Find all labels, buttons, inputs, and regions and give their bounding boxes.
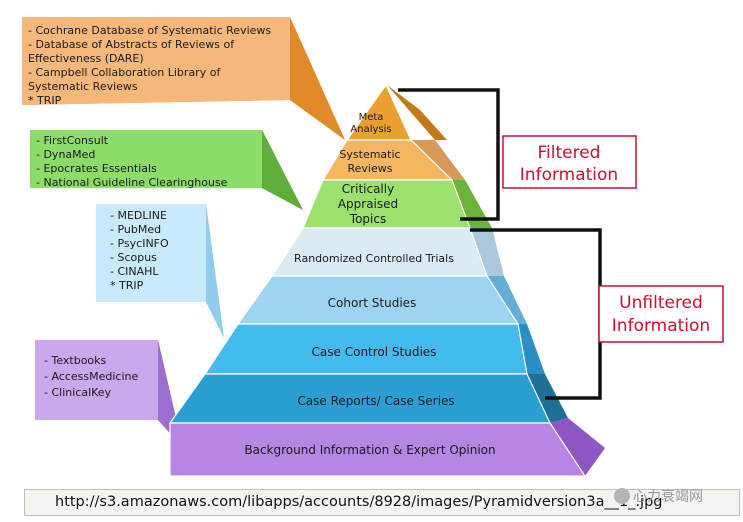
critically-label-3: Topics bbox=[349, 212, 386, 226]
source-line: Effectiveness (DARE) bbox=[28, 52, 144, 65]
callout-orange: - Cochrane Database of Systematic Review… bbox=[22, 17, 345, 140]
source-url-bar: http://s3.amazonaws.com/libapps/accounts… bbox=[24, 489, 740, 516]
meta-label-1: Meta bbox=[359, 112, 384, 123]
filtered-label-2: Information bbox=[520, 165, 618, 185]
side-meta bbox=[387, 85, 447, 140]
callout-purple-text: - Textbooks - AccessMedicine - ClinicalK… bbox=[44, 354, 138, 399]
case-reports-label: Case Reports/ Case Series bbox=[297, 394, 454, 408]
watermark-text: 心力衰竭网 bbox=[633, 489, 703, 505]
source-line: - Textbooks bbox=[44, 354, 107, 367]
systematic-label-2: Reviews bbox=[348, 162, 393, 175]
source-line: - Cochrane Database of Systematic Review… bbox=[28, 24, 271, 37]
callout-green: - FirstConsult - DynaMed - Epocrates Ess… bbox=[30, 130, 303, 210]
rct-label: Randomized Controlled Trials bbox=[294, 252, 454, 265]
source-line: - National Guideline Clearinghouse bbox=[36, 176, 228, 189]
callout-green-text: - FirstConsult - DynaMed - Epocrates Ess… bbox=[36, 134, 228, 189]
side-critically bbox=[452, 180, 492, 228]
background-label: Background Information & Expert Opinion bbox=[244, 443, 495, 457]
source-line: * TRIP bbox=[28, 94, 62, 107]
callout-purple: - Textbooks - AccessMedicine - ClinicalK… bbox=[35, 340, 183, 448]
callout-orange-text: - Cochrane Database of Systematic Review… bbox=[28, 24, 271, 107]
source-line: - AccessMedicine bbox=[44, 370, 138, 383]
filtered-box: Filtered Information bbox=[502, 135, 637, 189]
unfiltered-label-1: Unfiltered bbox=[619, 293, 703, 313]
source-line: - PsycINFO bbox=[110, 237, 169, 250]
source-line: - FirstConsult bbox=[36, 134, 109, 147]
callout-blue: - MEDLINE - PubMed - PsycINFO - Scopus -… bbox=[96, 204, 224, 338]
unfiltered-box: Unfiltered Information bbox=[598, 285, 724, 343]
source-line: - Epocrates Essentials bbox=[36, 162, 157, 175]
meta-label-2: Analysis bbox=[350, 124, 391, 135]
pyramid-side-faces bbox=[387, 85, 605, 476]
wechat-icon bbox=[614, 488, 630, 504]
source-line: - Database of Abstracts of Reviews of bbox=[28, 38, 235, 51]
source-line: * TRIP bbox=[110, 279, 144, 292]
pyramid-front-faces bbox=[168, 83, 587, 477]
source-url: http://s3.amazonaws.com/libapps/accounts… bbox=[55, 494, 663, 510]
pyramid-labels: Meta Analysis Systematic Reviews Critica… bbox=[244, 112, 495, 457]
side-background bbox=[550, 418, 605, 476]
side-systematic bbox=[411, 140, 465, 180]
side-cohort bbox=[487, 276, 527, 324]
source-line: Systematic Reviews bbox=[28, 80, 138, 93]
source-line: - MEDLINE bbox=[110, 209, 167, 222]
filtered-bracket bbox=[398, 88, 500, 221]
systematic-label-1: Systematic bbox=[339, 148, 400, 161]
callout-blue-text: - MEDLINE - PubMed - PsycINFO - Scopus -… bbox=[110, 209, 169, 292]
watermark: 心力衰竭网 bbox=[614, 486, 703, 506]
source-line: - DynaMed bbox=[36, 148, 95, 161]
cohort-label: Cohort Studies bbox=[328, 296, 417, 310]
critically-label-1: Critically bbox=[342, 182, 394, 196]
source-line: - PubMed bbox=[110, 223, 161, 236]
source-line: - Campbell Collaboration Library of bbox=[28, 66, 221, 79]
source-line: - Scopus bbox=[110, 251, 157, 264]
source-line: - ClinicalKey bbox=[44, 386, 112, 399]
source-line: - CINAHL bbox=[110, 265, 159, 278]
case-control-label: Case Control Studies bbox=[312, 345, 437, 359]
unfiltered-label-2: Information bbox=[612, 316, 710, 336]
level-background bbox=[169, 422, 587, 477]
side-rct bbox=[470, 228, 504, 276]
filtered-label-1: Filtered bbox=[538, 143, 601, 163]
critically-label-2: Appraised bbox=[338, 197, 398, 211]
